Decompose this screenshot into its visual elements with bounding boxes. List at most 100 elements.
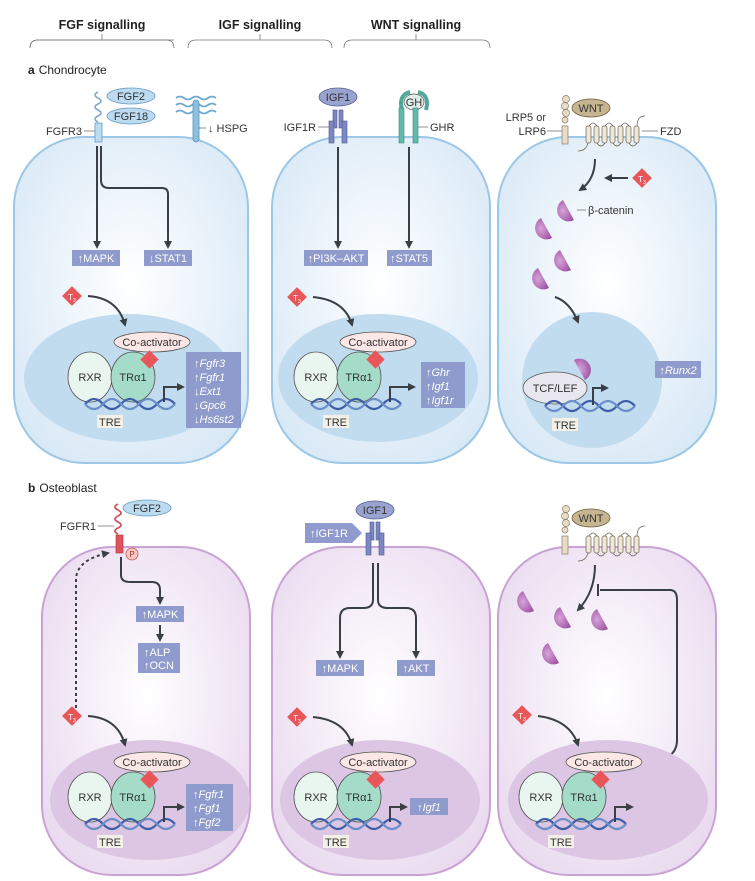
bracket-wnt: [343, 39, 491, 49]
effector-mapk-label: ↑MAPK: [78, 253, 115, 265]
gene-item: ↓Gpc6: [194, 400, 227, 412]
igf1-label: IGF1: [363, 505, 387, 517]
gene-item: ↓Ext1: [194, 386, 222, 398]
svg-text:T3: T3: [638, 175, 646, 186]
effector-pi3k-akt: [304, 250, 368, 266]
coactivator-label: Co-activator: [348, 337, 408, 349]
gene-item: ↑Igf1: [417, 802, 441, 814]
column-header-igf: IGF signalling: [187, 18, 333, 49]
nucleus: [522, 312, 662, 448]
tre-label: TRE: [325, 417, 347, 429]
chondrocyte-fgf-panel: FGFR3 FGF2 FGF18 ↓ HSPG ↑MAPK ↓STAT1 T3: [13, 87, 249, 464]
transcription-arrow: [614, 803, 634, 822]
tra1: [561, 771, 607, 823]
fgfr3-label: FGFR3: [46, 126, 82, 138]
dna-helix: [310, 817, 402, 831]
rxr-label: RXR: [304, 372, 327, 384]
gene-item: ↑Fgf2: [193, 817, 221, 829]
tre-box: [323, 415, 349, 428]
igf1r-label: IGF1R: [284, 122, 316, 134]
column-header-wnt: WNT signalling: [343, 18, 491, 49]
svg-text:T3: T3: [68, 713, 76, 724]
coactivator-label: Co-activator: [348, 757, 408, 769]
effector-alp-label: ↑ALP: [144, 647, 170, 659]
transcription-arrow: [163, 803, 185, 822]
svg-text:T3: T3: [293, 294, 301, 305]
gene-item: ↑Igf1r: [426, 395, 455, 407]
svg-text:T3: T3: [68, 293, 76, 304]
beta-catenin-label: β-catenin: [588, 205, 633, 217]
t3-hormone: T3: [287, 287, 307, 307]
effector-mapk: [72, 250, 120, 266]
coactivator: [565, 751, 643, 773]
rxr-label: RXR: [304, 792, 327, 804]
tcf-lef: [522, 371, 588, 405]
igf1-label: IGF1: [326, 92, 350, 104]
effector-mapk-label: ↑MAPK: [322, 663, 359, 675]
fzd-receptor: [577, 525, 646, 562]
gene-list: [410, 798, 448, 815]
coactivator: [339, 751, 417, 773]
wnt-ligand: [571, 508, 611, 528]
rxr-label: RXR: [78, 372, 101, 384]
transcription-arrow: [389, 803, 408, 822]
coactivator: [339, 331, 417, 353]
igf1r-upregulated-label-box: [305, 523, 362, 543]
tre-label: TRE: [554, 420, 576, 432]
column-title-igf: IGF signalling: [219, 18, 302, 32]
beta-catenin: [532, 268, 549, 290]
phosphate-label: P: [129, 550, 134, 559]
tcf-lef-label: TCF/LEF: [533, 383, 578, 395]
effector-ocn-label: ↑OCN: [144, 660, 174, 672]
tra1-label: TRα1: [345, 792, 372, 804]
tre-label: TRE: [99, 417, 121, 429]
coactivator: [113, 751, 191, 773]
hspg: ↓ HSPG: [175, 95, 248, 143]
coactivator-label: Co-activator: [122, 337, 182, 349]
wnt-label: WNT: [578, 513, 603, 525]
coactivator-label: Co-activator: [574, 757, 634, 769]
osteoblast-wnt-panel: WNT T3 Co-activator: [497, 505, 717, 876]
coactivator: [113, 331, 191, 353]
column-title-wnt: WNT signalling: [371, 18, 461, 32]
gene-item: ↑Fgfr1: [194, 372, 225, 384]
t3-bound: [591, 770, 610, 789]
bracket-igf: [187, 39, 333, 49]
transcription-arrow: [163, 383, 185, 402]
beta-catenin: [557, 200, 574, 222]
column-title-fgf: FGF signalling: [59, 18, 146, 32]
gene-item: ↑Fgfr1: [193, 789, 224, 801]
gene-list: [421, 362, 465, 408]
beta-catenin: [542, 643, 559, 665]
tre-box: [97, 415, 123, 428]
fgf2-label: FGF2: [117, 91, 145, 103]
beta-catenin: [517, 591, 534, 613]
rxr-label: RXR: [529, 792, 552, 804]
t3-bound: [140, 350, 159, 369]
t3-bound: [140, 770, 159, 789]
dna-helix: [535, 817, 627, 831]
osteoblast-fgf-panel: FGFR1 FGF2 P ↑MAPK ↑ALP ↑OCN T3 Co-activ…: [41, 499, 251, 876]
tra1-label: TRα1: [345, 372, 372, 384]
ghr-label: GHR: [430, 122, 455, 134]
lrp-receptor: [561, 505, 570, 555]
gh-label: GH: [406, 97, 423, 109]
fgfr1-receptor: FGFR1: [60, 503, 124, 554]
svg-text:T3: T3: [518, 712, 526, 723]
fgfr1-label: FGFR1: [60, 521, 96, 533]
beta-catenin-nuclear: [574, 358, 591, 380]
phosphate: [125, 547, 139, 561]
t3-hormone: T3: [512, 705, 532, 725]
tre-box: [552, 418, 578, 431]
tre-label: TRE: [550, 837, 572, 849]
tra1-label: TRα1: [570, 792, 597, 804]
t3-bound: [366, 350, 385, 369]
igf1r-receptor: IGF1R: [284, 109, 348, 144]
fgf2-label: FGF2: [133, 503, 161, 515]
tra1: [336, 351, 382, 403]
t3-hormone: T3: [287, 707, 307, 727]
beta-catenin: [535, 218, 552, 240]
coactivator-label: Co-activator: [122, 757, 182, 769]
effector-akt-label: ↑AKT: [403, 663, 430, 675]
